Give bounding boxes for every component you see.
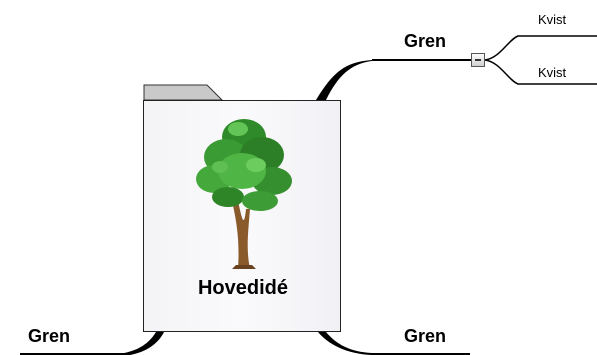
- subtopic-label-lower[interactable]: Kvist: [538, 65, 567, 80]
- central-topic-title: Hovedidé: [197, 277, 289, 299]
- branch-connector-bottom-right: [318, 332, 470, 355]
- central-topic[interactable]: Hovedidé: [143, 100, 341, 332]
- tree-icon: [196, 119, 292, 269]
- branch-label-top-right[interactable]: Gren: [404, 31, 447, 51]
- collapse-minus-icon[interactable]: [471, 53, 485, 67]
- subtopic-label-upper[interactable]: Kvist: [538, 12, 567, 27]
- twig-connector-lower: [484, 59, 597, 85]
- branch-connector-top-right: [316, 60, 372, 100]
- branch-label-bottom-right[interactable]: Gren: [404, 326, 447, 346]
- twig-connector-upper: [484, 35, 597, 61]
- branch-label-bottom-left[interactable]: Gren: [28, 326, 71, 346]
- folder-tab: [143, 84, 223, 101]
